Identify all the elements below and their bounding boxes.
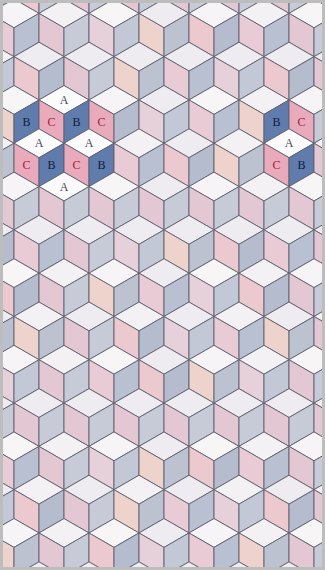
face-letter: A bbox=[85, 137, 94, 149]
face-letter: B bbox=[97, 159, 105, 171]
face-letter: B bbox=[272, 116, 280, 128]
face-letter: C bbox=[97, 116, 105, 128]
face-letter: C bbox=[72, 159, 80, 171]
face-letter: C bbox=[22, 159, 30, 171]
face-letter: C bbox=[47, 116, 55, 128]
face-letter: B bbox=[297, 159, 305, 171]
face-letter: A bbox=[35, 137, 44, 149]
face-letter: C bbox=[297, 116, 305, 128]
face-letter: A bbox=[60, 181, 69, 193]
face-letter: B bbox=[22, 116, 30, 128]
face-letter: C bbox=[272, 159, 280, 171]
face-letter: A bbox=[60, 94, 69, 106]
face-letter: B bbox=[47, 159, 55, 171]
face-letter: A bbox=[285, 137, 294, 149]
face-letter: B bbox=[72, 116, 80, 128]
